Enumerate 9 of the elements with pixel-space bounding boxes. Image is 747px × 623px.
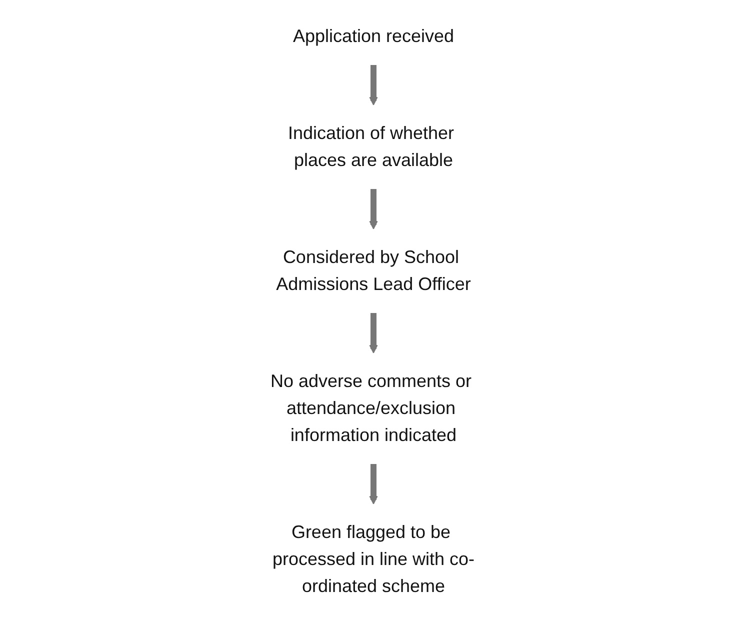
arrow	[369, 189, 378, 230]
node-text: Indication of whether places are available	[288, 123, 454, 170]
node-text: Green flagged to be processed in line with co-ordinated scheme	[272, 522, 475, 596]
node-text: Considered by School Admissions Lead Officer	[276, 247, 471, 294]
arrow	[369, 313, 378, 354]
node-text: No adverse comments or attendance/exclusion information indicated	[270, 371, 472, 445]
arrow	[369, 464, 378, 504]
arrow	[369, 65, 378, 106]
node-text: Application received	[292, 26, 454, 46]
